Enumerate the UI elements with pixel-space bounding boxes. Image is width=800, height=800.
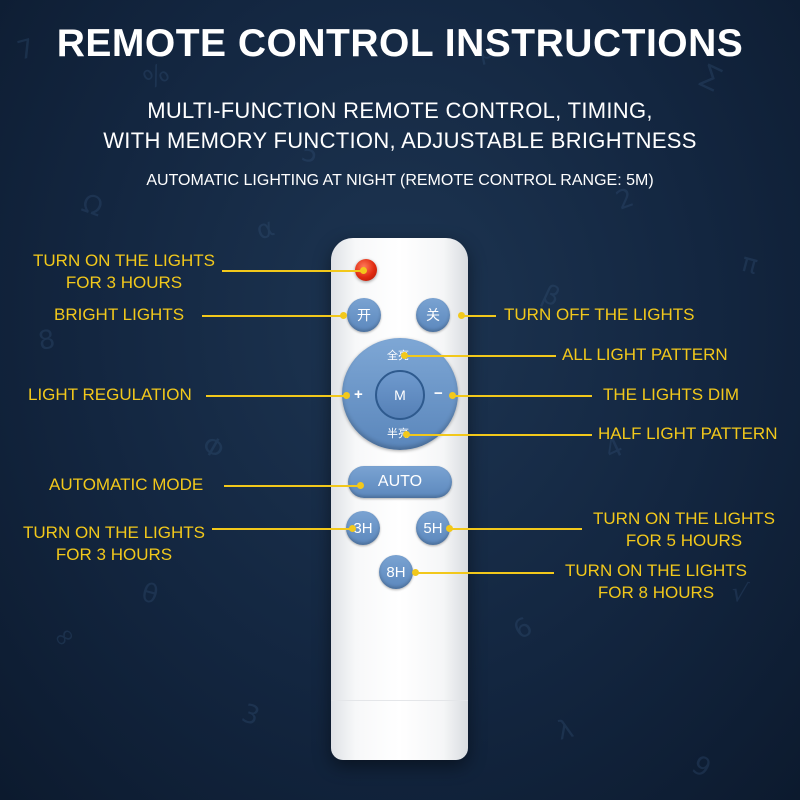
callout-8h: TURN ON THE LIGHTS FOR 8 HOURS (560, 560, 752, 604)
svg-text:λ: λ (554, 714, 577, 747)
callout-dot (360, 267, 367, 274)
callout-line (450, 528, 582, 530)
callout-line (224, 485, 360, 487)
svg-text:9: 9 (687, 750, 716, 784)
callout-dot (412, 569, 419, 576)
callout-dim: THE LIGHTS DIM (603, 385, 740, 404)
callout-off: TURN OFF THE LIGHTS (504, 305, 695, 324)
svg-text:α: α (252, 213, 278, 247)
callout-5h: TURN ON THE LIGHTS FOR 5 HOURS (588, 508, 780, 552)
callout-dot (446, 525, 453, 532)
callout-led: TURN ON THE LIGHTS FOR 3 HOURS (28, 250, 220, 294)
callout-3h: TURN ON THE LIGHTS FOR 3 HOURS (18, 522, 210, 566)
mode-button[interactable]: M (375, 370, 425, 420)
svg-text:6: 6 (509, 612, 538, 646)
callout-dot (349, 525, 356, 532)
svg-text:Φ: Φ (197, 430, 230, 466)
timer-5h-button[interactable]: 5H (416, 511, 450, 545)
svg-text:π: π (738, 248, 761, 281)
page-title: REMOTE CONTROL INSTRUCTIONS (56, 22, 744, 65)
callout-bright: BRIGHT LIGHTS (54, 305, 185, 324)
callout-line (206, 395, 346, 397)
callout-regulation: LIGHT REGULATION (28, 385, 192, 404)
callout-dot (401, 352, 408, 359)
subtitle-line-1: MULTI-FUNCTION REMOTE CONTROL, TIMING, (147, 98, 653, 123)
svg-text:3: 3 (238, 698, 264, 732)
remote-battery-cover (331, 700, 468, 761)
subtitle-line-3: AUTOMATIC LIGHTING AT NIGHT (REMOTE CONT… (146, 172, 654, 189)
timer-8h-button[interactable]: 8H (379, 555, 413, 589)
plus-icon[interactable]: + (354, 386, 363, 403)
callout-auto-mode: AUTOMATIC MODE (49, 475, 204, 494)
callout-dot (403, 431, 410, 438)
callout-line (452, 395, 592, 397)
callout-3h-line-2: FOR 3 HOURS (55, 545, 173, 564)
callout-dot (357, 482, 364, 489)
callout-dot (458, 312, 465, 319)
callout-3h-line-1: TURN ON THE LIGHTS (23, 523, 205, 542)
callout-line (406, 434, 592, 436)
callout-line (202, 315, 343, 317)
lights-off-button[interactable]: 关 (416, 298, 450, 332)
callout-dot (449, 392, 456, 399)
callout-line (222, 270, 363, 272)
svg-text:8: 8 (36, 324, 58, 356)
callout-5h-line-1: TURN ON THE LIGHTS (593, 509, 775, 528)
subtitle-line-2: WITH MEMORY FUNCTION, ADJUSTABLE BRIGHTN… (103, 128, 697, 153)
minus-icon[interactable]: − (434, 385, 443, 402)
auto-button[interactable]: AUTO (348, 466, 452, 498)
callout-8h-line-2: FOR 8 HOURS (597, 583, 715, 602)
callout-led-line-1: TURN ON THE LIGHTS (33, 251, 215, 270)
callout-dot (343, 392, 350, 399)
callout-line (462, 315, 496, 317)
callout-all-light: ALL LIGHT PATTERN (562, 345, 728, 364)
callout-dot (340, 312, 347, 319)
callout-led-line-2: FOR 3 HOURS (65, 273, 183, 292)
callout-line (404, 355, 556, 357)
svg-text:∞: ∞ (47, 619, 82, 656)
svg-text:θ: θ (138, 578, 161, 611)
lights-on-button[interactable]: 开 (347, 298, 381, 332)
svg-text:Ω: Ω (78, 188, 107, 223)
callout-5h-line-2: FOR 5 HOURS (625, 531, 743, 550)
callout-line (212, 528, 352, 530)
callout-half-light: HALF LIGHT PATTERN (598, 424, 778, 443)
callout-line (416, 572, 554, 574)
callout-8h-line-1: TURN ON THE LIGHTS (565, 561, 747, 580)
